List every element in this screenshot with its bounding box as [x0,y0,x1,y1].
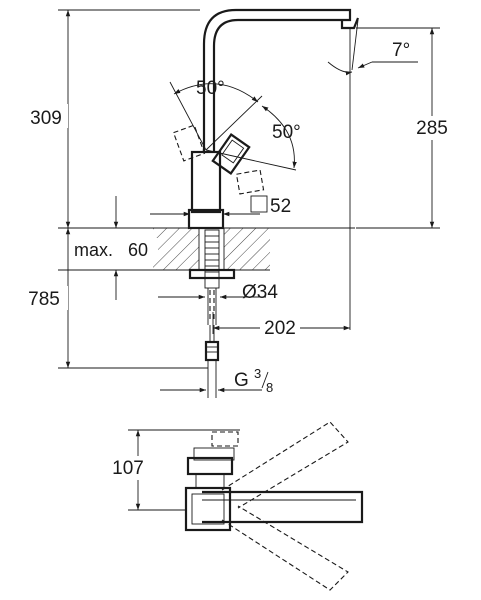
dim-spout-tilt: 7° [327,19,418,330]
dim-hose-length: 785 [20,228,208,369]
connection-denominator: 8 [266,380,273,395]
spout-height-label: 285 [416,118,448,139]
dim-connection-thread: G 3 8 [160,366,273,395]
swivel-left-label: 50° [196,78,225,99]
dim-hole-diameter: Ø34 [158,282,278,303]
dim-swivel-left: 50° [169,78,263,151]
max-thickness-prefix: max. [74,240,113,260]
spout-tilt-label: 7° [392,40,410,61]
plan-view: 107 [104,421,364,591]
dim-reach: 202 [212,312,350,340]
connection-numerator: 3 [254,366,261,381]
countertop-section [58,227,355,271]
hole-diameter-label: Ø34 [242,282,278,303]
side-elevation: 309 285 7° 50° 50° [16,8,449,398]
dim-overall-height: 309 [16,9,200,228]
max-thickness-value: 60 [128,240,148,260]
dim-max-thickness: max. 60 [58,196,158,300]
plan-height-label: 107 [112,458,144,479]
overall-height-label: 309 [30,108,62,129]
square-section-icon [250,195,268,213]
faucet-body [172,8,360,230]
reach-label: 202 [264,318,296,339]
dim-swivel-right: 50° [205,105,301,171]
body-square-label: 52 [270,196,291,217]
swivel-right-label: 50° [272,122,301,143]
hose-length-label: 785 [28,289,60,310]
mounting-shank [188,227,236,398]
dim-spout-height: 285 [356,27,449,229]
dim-body-square: 52 [150,195,291,217]
connection-prefix: G [234,370,249,391]
